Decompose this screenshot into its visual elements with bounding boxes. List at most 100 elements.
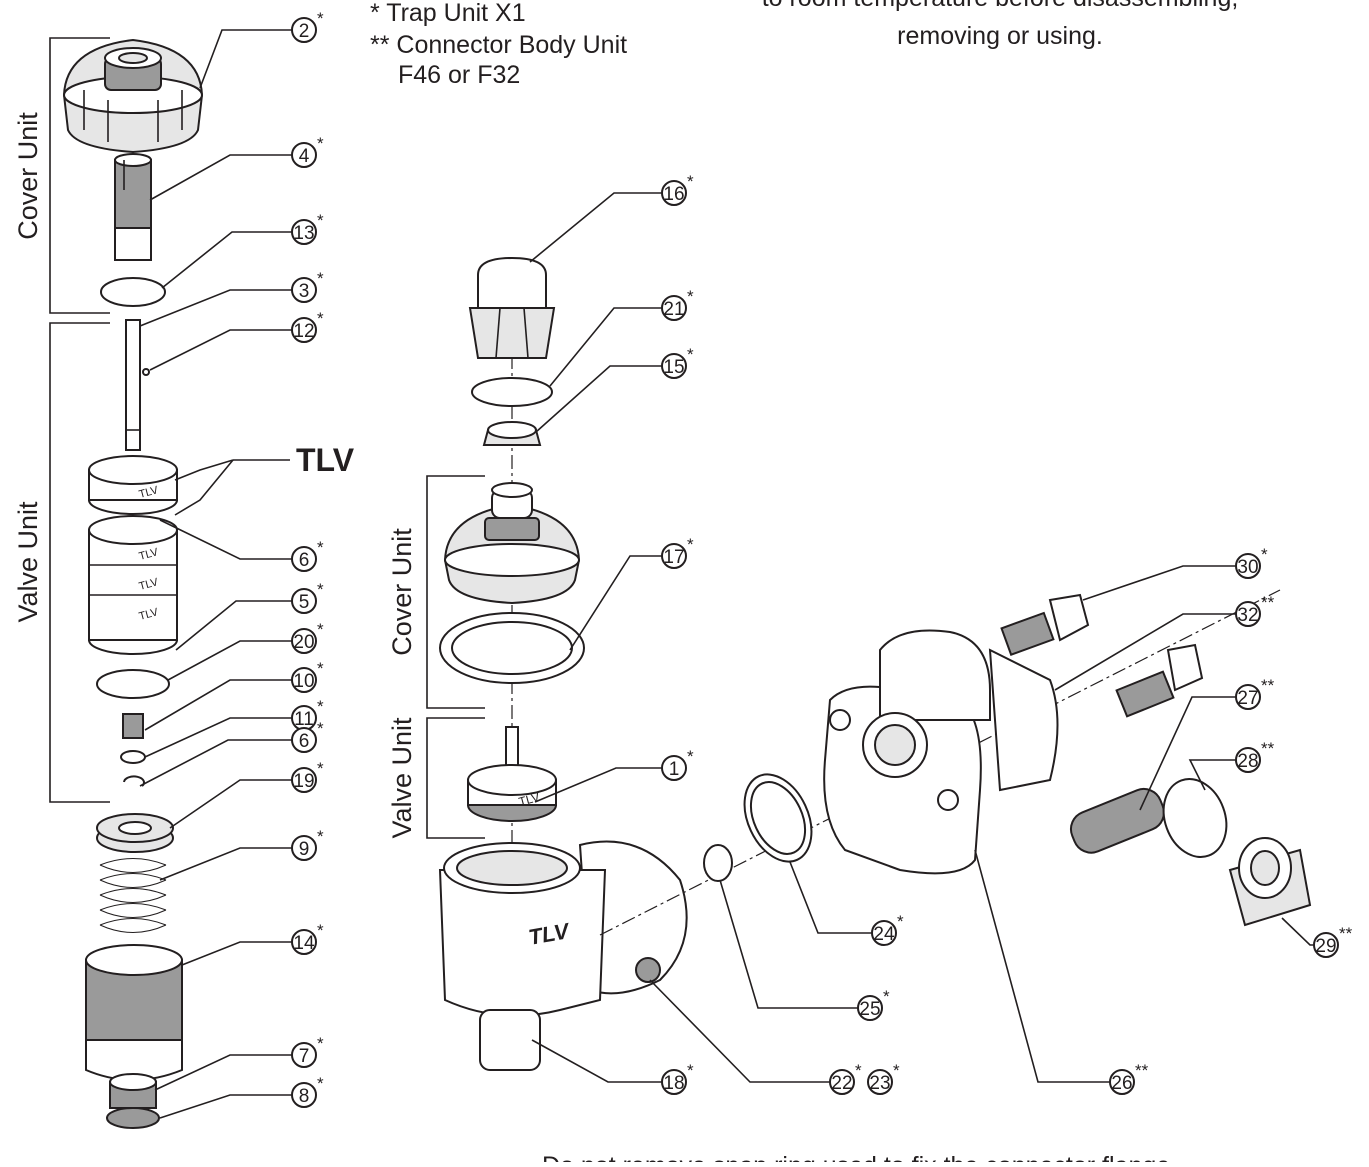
callout-32: 32** xyxy=(1235,593,1275,627)
svg-text:*: * xyxy=(317,921,324,940)
callout-12: 12* xyxy=(291,309,324,343)
leader-lines xyxy=(139,29,1326,1119)
svg-text:*: * xyxy=(317,134,324,153)
svg-text:4: 4 xyxy=(299,146,310,167)
svg-text:13: 13 xyxy=(293,223,314,244)
svg-text:10: 10 xyxy=(293,671,314,692)
legend-connector-models: F46 or F32 xyxy=(398,61,520,89)
svg-text:*: * xyxy=(317,580,324,599)
svg-text:18: 18 xyxy=(663,1073,684,1094)
svg-text:1: 1 xyxy=(669,759,680,780)
part-washer-11 xyxy=(120,750,146,764)
svg-text:*: * xyxy=(687,172,694,191)
svg-text:*: * xyxy=(317,538,324,557)
svg-text:*: * xyxy=(687,1061,694,1080)
warning-top: to room temperature before disassembling… xyxy=(762,0,1239,50)
callout-10: 10* xyxy=(291,659,324,693)
svg-text:5: 5 xyxy=(299,592,310,613)
svg-text:**: ** xyxy=(1261,676,1275,695)
svg-text:15: 15 xyxy=(663,357,684,378)
callout-11: 11* xyxy=(291,697,324,731)
svg-text:*: * xyxy=(687,535,694,554)
callout-19: 19* xyxy=(291,759,324,793)
svg-text:8: 8 xyxy=(299,1086,310,1107)
callout-6-bottom: 6* xyxy=(291,719,324,753)
svg-text:3: 3 xyxy=(299,281,310,302)
callout-17: 17* xyxy=(661,535,694,569)
part-washer-25 xyxy=(703,844,733,882)
bracket-cover-unit-center: Cover Unit xyxy=(387,475,485,709)
disc-tlv-mark-1: TLV xyxy=(138,484,160,501)
part-gasket-17 xyxy=(439,612,585,684)
legend-connector-body: ** Connector Body Unit xyxy=(370,31,627,59)
svg-text:32: 32 xyxy=(1237,605,1258,626)
disc-tlv-mark-3: TLV xyxy=(138,576,160,593)
part-trap-body-18: TLV xyxy=(438,840,688,1071)
part-washer-20 xyxy=(96,669,170,699)
part-spring-10 xyxy=(122,713,144,739)
callout-16: 16* xyxy=(661,172,694,206)
bracket-valve-unit-center: Valve Unit xyxy=(387,717,485,839)
svg-text:11: 11 xyxy=(294,709,314,730)
part-plug-29 xyxy=(1228,837,1312,927)
svg-text:*: * xyxy=(317,1074,324,1093)
part-gasket-8 xyxy=(106,1107,160,1129)
svg-text:*: * xyxy=(883,987,890,1006)
part-screen-27 xyxy=(1069,787,1165,854)
part-valve-center: TLV xyxy=(467,726,557,822)
svg-text:9: 9 xyxy=(299,839,310,860)
svg-text:**: ** xyxy=(1261,739,1275,758)
part-gasket-21 xyxy=(471,377,553,407)
svg-text:6: 6 xyxy=(299,731,310,752)
callout-15: 15* xyxy=(661,345,694,379)
callout-25: 25* xyxy=(857,987,890,1021)
part-bolt-30 xyxy=(1000,593,1090,656)
part-ring-19 xyxy=(96,813,174,853)
valve-tlv-mark: TLV xyxy=(517,790,541,809)
svg-text:*: * xyxy=(317,9,324,28)
legend-notes: * Trap Unit X1 ** Connector Body Unit F4… xyxy=(370,0,627,89)
part-nut-15 xyxy=(482,421,542,446)
svg-text:24: 24 xyxy=(873,924,895,945)
part-plug-7 xyxy=(109,1073,157,1109)
callout-21: 21* xyxy=(661,287,694,321)
svg-text:*: * xyxy=(855,1061,862,1080)
svg-text:*: * xyxy=(897,912,904,931)
bracket-valve-unit-left: Valve Unit xyxy=(13,322,110,803)
svg-text:27: 27 xyxy=(1237,688,1258,709)
callout-14: 14* xyxy=(291,921,324,955)
callout-1: 1* xyxy=(661,747,694,781)
svg-text:17: 17 xyxy=(663,547,684,568)
svg-text:25: 25 xyxy=(859,999,880,1020)
legend-trap-unit: * Trap Unit X1 xyxy=(370,0,526,27)
valve-unit-label-left: Valve Unit xyxy=(13,501,43,623)
callout-2: 2* xyxy=(291,9,324,43)
disc-tlv-mark-4: TLV xyxy=(138,606,160,623)
callout-30: 30* xyxy=(1235,545,1268,579)
callouts: 2* 4* 13* 3* 12* 6* 5* 20* 10* 11* 6* 19… xyxy=(291,9,1353,1108)
svg-text:*: * xyxy=(317,719,324,738)
svg-text:22: 22 xyxy=(831,1073,852,1094)
svg-text:*: * xyxy=(687,747,694,766)
part-spring-9 xyxy=(99,858,167,933)
svg-text:**: ** xyxy=(1261,593,1275,612)
bracket-cover-unit-left: Cover Unit xyxy=(13,37,110,314)
tlv-logo-callout: TLV xyxy=(174,442,355,516)
warning-bottom: Do not remove snap ring used to fix the … xyxy=(542,1152,1177,1162)
svg-text:*: * xyxy=(317,620,324,639)
callout-26: 26** xyxy=(1109,1061,1149,1095)
svg-text:*: * xyxy=(317,697,324,716)
svg-text:*: * xyxy=(317,759,324,778)
svg-text:*: * xyxy=(317,659,324,678)
svg-text:*: * xyxy=(317,309,324,328)
tlv-logo: TLV xyxy=(296,442,355,478)
part-cover-left xyxy=(62,38,204,154)
svg-text:23: 23 xyxy=(869,1073,890,1094)
svg-text:*: * xyxy=(1261,545,1268,564)
part-cap-16 xyxy=(468,256,556,359)
svg-text:14: 14 xyxy=(293,933,315,954)
svg-text:28: 28 xyxy=(1237,751,1258,772)
callout-22: 22* xyxy=(829,1061,862,1095)
warning-top-line2: removing or using. xyxy=(897,22,1103,50)
